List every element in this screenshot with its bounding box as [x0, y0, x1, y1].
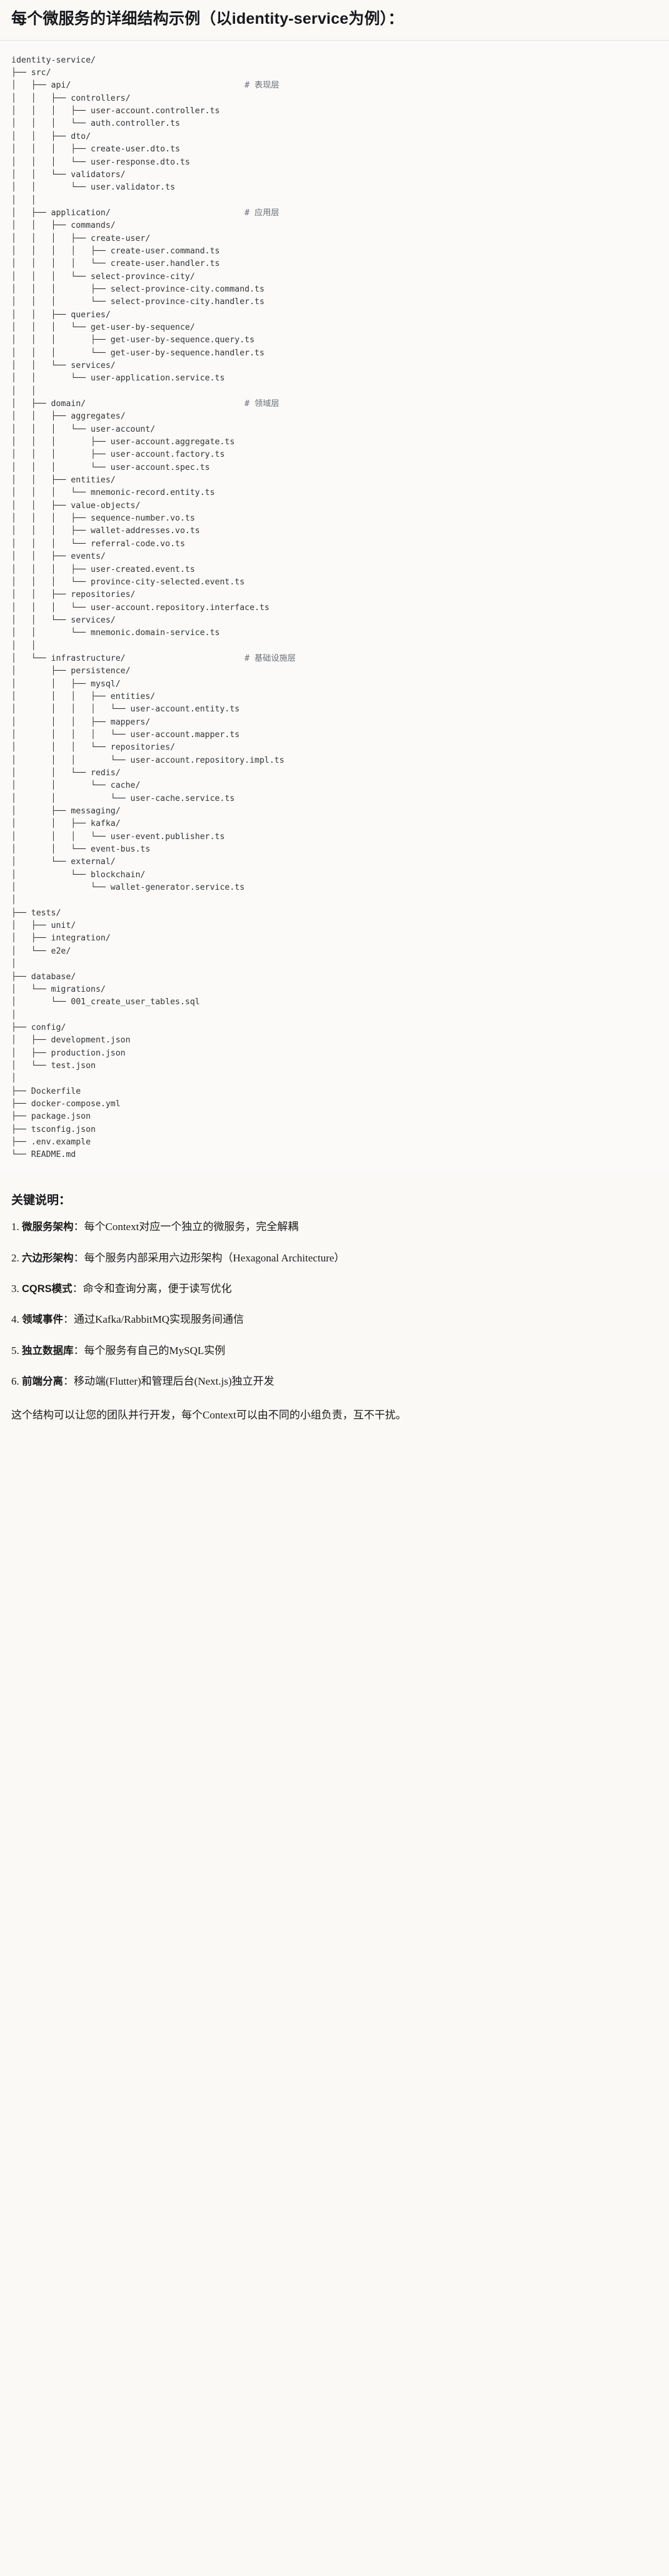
key-note-item: 独立数据库：每个服务有自己的MySQL实例 — [11, 1342, 658, 1359]
key-note-lead: 领域事件 — [22, 1314, 63, 1326]
directory-tree-block: identity-service/ ├── src/ │ ├── api/ # … — [0, 40, 669, 1174]
title-divider — [0, 39, 669, 41]
directory-tree-text: identity-service/ ├── src/ │ ├── api/ # … — [11, 55, 296, 1160]
key-note-item: 微服务架构：每个Context对应一个独立的微服务，完全解耦 — [11, 1218, 658, 1235]
page-title: 每个微服务的详细结构示例（以identity-service为例）： — [11, 10, 404, 28]
key-note-lead: 微服务架构 — [22, 1221, 74, 1233]
key-note-body: ：通过Kafka/RabbitMQ实现服务间通信 — [63, 1313, 244, 1326]
key-note-lead: 独立数据库 — [22, 1345, 74, 1357]
tree-comment: # 表现层 — [244, 81, 279, 91]
tree-comment: # 基础设施层 — [244, 653, 296, 663]
key-note-item: 领域事件：通过Kafka/RabbitMQ实现服务间通信 — [11, 1311, 658, 1328]
key-note-lead: CQRS模式 — [22, 1283, 73, 1295]
key-note-lead: 六边形架构 — [22, 1252, 74, 1264]
key-notes-list: 微服务架构：每个Context对应一个独立的微服务，完全解耦六边形架构：每个服务… — [11, 1218, 658, 1390]
key-note-item: CQRS模式：命令和查询分离，便于读写优化 — [11, 1280, 658, 1297]
key-note-body: ：每个Context对应一个独立的微服务，完全解耦 — [73, 1221, 299, 1233]
tree-comment: # 应用层 — [244, 208, 279, 218]
key-note-lead: 前端分离 — [22, 1376, 63, 1388]
key-note-item: 前端分离：移动端(Flutter)和管理后台(Next.js)独立开发 — [11, 1373, 658, 1390]
closing-paragraph: 这个结构可以让您的团队并行开发，每个Context可以由不同的小组负责，互不干扰… — [11, 1408, 406, 1421]
key-note-body: ：每个服务内部采用六边形架构（Hexagonal Architecture） — [73, 1251, 345, 1264]
key-note-item: 六边形架构：每个服务内部采用六边形架构（Hexagonal Architectu… — [11, 1250, 658, 1266]
key-notes-section: 关键说明： 微服务架构：每个Context对应一个独立的微服务，完全解耦六边形架… — [0, 1174, 669, 1438]
key-note-body: ：移动端(Flutter)和管理后台(Next.js)独立开发 — [63, 1375, 274, 1388]
key-note-body: ：每个服务有自己的MySQL实例 — [73, 1344, 226, 1357]
directory-tree: identity-service/ ├── src/ │ ├── api/ # … — [11, 54, 658, 1162]
tree-comment: # 领域层 — [244, 399, 279, 409]
document-page: 每个微服务的详细结构示例（以identity-service为例）： ident… — [0, 0, 669, 1438]
key-notes-title: 关键说明： — [11, 1193, 71, 1207]
key-note-body: ：命令和查询分离，便于读写优化 — [72, 1282, 232, 1295]
